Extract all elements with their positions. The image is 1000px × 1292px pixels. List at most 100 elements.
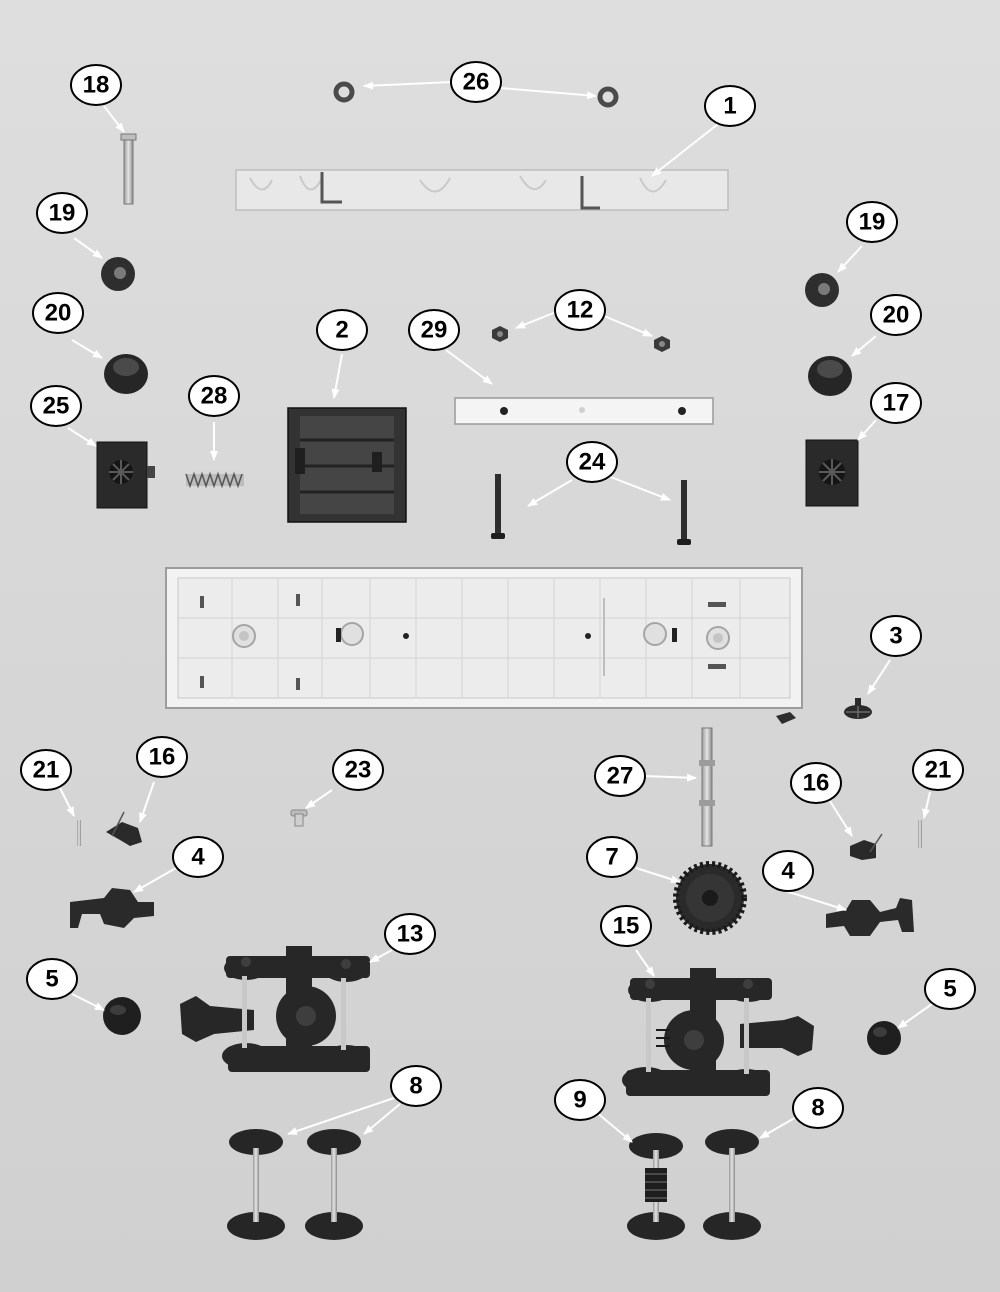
callout-19-right-label: 19 (859, 209, 886, 236)
part-2-weight-frame (287, 407, 407, 523)
callout-27-label: 27 (607, 763, 634, 790)
callout-4-right: 4 (762, 850, 814, 892)
callout-28: 28 (188, 375, 240, 417)
callout-21-left: 21 (20, 749, 72, 791)
callout-13: 13 (384, 913, 436, 955)
callout-21-right-label: 21 (925, 757, 952, 784)
callout-29: 29 (408, 309, 460, 351)
part-8-wheelset-left-a (227, 1129, 285, 1240)
callout-4-left-label: 4 (191, 844, 205, 871)
callout-4-right-label: 4 (781, 858, 795, 885)
callout-1-label: 1 (723, 93, 736, 120)
part-20-bushing-right (808, 356, 852, 396)
part-28-spring (185, 471, 244, 489)
part-3-brake-wheel (844, 698, 872, 719)
part-5-cap-left (103, 997, 141, 1035)
callout-8-right-label: 8 (811, 1095, 824, 1122)
callout-2: 2 (316, 309, 368, 351)
part-17-mount-block (805, 439, 859, 507)
callout-5-right-label: 5 (943, 976, 956, 1003)
callout-29-label: 29 (421, 317, 448, 344)
part-19-ring-right (805, 273, 839, 307)
callout-7: 7 (586, 836, 638, 878)
callout-19-right: 19 (846, 201, 898, 243)
part-21-pin-left (77, 820, 81, 846)
callout-16-right: 16 (790, 762, 842, 804)
callout-27: 27 (594, 755, 646, 797)
part-27-axle (699, 727, 715, 847)
callout-25: 25 (30, 385, 82, 427)
part-4-coupler-right (826, 898, 914, 936)
callout-19-left-label: 19 (49, 200, 76, 227)
part-1-window-strip (235, 169, 729, 211)
callout-26: 26 (450, 61, 502, 103)
chassis-clip (776, 712, 796, 724)
callout-19-left: 19 (36, 192, 88, 234)
chassis-floor (165, 567, 803, 709)
callout-13-label: 13 (397, 921, 424, 948)
part-16-knuckle-left (106, 811, 142, 846)
callout-5-right: 5 (924, 968, 976, 1010)
callout-23-label: 23 (345, 757, 372, 784)
part-26-washer-right (597, 86, 619, 108)
part-12-nut-right (654, 336, 670, 352)
callout-4-left: 4 (172, 836, 224, 878)
part-24-screw-right (677, 480, 691, 545)
callout-5-left-label: 5 (45, 966, 58, 993)
callout-18: 18 (70, 64, 122, 106)
callout-17-label: 17 (883, 390, 910, 417)
callout-21-left-label: 21 (33, 757, 60, 784)
callout-5-left: 5 (26, 958, 78, 1000)
callout-8-left-label: 8 (409, 1073, 422, 1100)
callout-16-left-label: 16 (149, 744, 176, 771)
callout-25-label: 25 (43, 393, 70, 420)
callout-16-left: 16 (136, 736, 188, 778)
part-12-nut-left (492, 326, 508, 342)
callout-2-label: 2 (335, 317, 348, 344)
part-26-washer-left (333, 81, 355, 103)
part-4-coupler-left (70, 888, 154, 928)
callout-7-label: 7 (605, 844, 618, 871)
callout-15-label: 15 (613, 913, 640, 940)
callout-18-label: 18 (83, 72, 110, 99)
part-21-pin-right (918, 820, 922, 848)
callout-9: 9 (554, 1079, 606, 1121)
callout-16-right-label: 16 (803, 770, 830, 797)
callout-12: 12 (554, 289, 606, 331)
part-7-gear (673, 861, 747, 935)
leader-arrows (59, 81, 933, 1143)
part-29-white-bar (454, 397, 714, 425)
callout-1: 1 (704, 85, 756, 127)
callout-21-right: 21 (912, 749, 964, 791)
part-8-wheelset-left-b (305, 1129, 363, 1240)
part-18-pin (120, 133, 137, 205)
callout-15: 15 (600, 905, 652, 947)
callout-23: 23 (332, 749, 384, 791)
part-8-wheelset-right (703, 1129, 761, 1240)
callout-20-right-label: 20 (883, 302, 910, 329)
callout-24: 24 (566, 441, 618, 483)
callout-24-label: 24 (579, 449, 606, 476)
part-19-ring-left (101, 257, 135, 291)
part-23-rivet (290, 809, 308, 827)
callout-9-label: 9 (573, 1087, 586, 1114)
part-15-truck (622, 968, 814, 1096)
callout-8-left: 8 (390, 1065, 442, 1107)
callout-17: 17 (870, 382, 922, 424)
callout-3: 3 (870, 615, 922, 657)
callout-28-label: 28 (201, 383, 228, 410)
callout-12-label: 12 (567, 297, 594, 324)
part-24-screw-left (491, 474, 505, 539)
part-13-truck (180, 946, 370, 1072)
part-25-mount-block (96, 441, 155, 509)
part-20-bushing-left (104, 354, 148, 394)
callout-3-label: 3 (889, 623, 902, 650)
part-9-geared-wheelset (627, 1133, 685, 1240)
callout-20-left-label: 20 (45, 300, 72, 327)
part-5-cap-right (867, 1021, 901, 1055)
callout-26-label: 26 (463, 69, 490, 96)
callout-20-left: 20 (32, 292, 84, 334)
callout-8-right: 8 (792, 1087, 844, 1129)
